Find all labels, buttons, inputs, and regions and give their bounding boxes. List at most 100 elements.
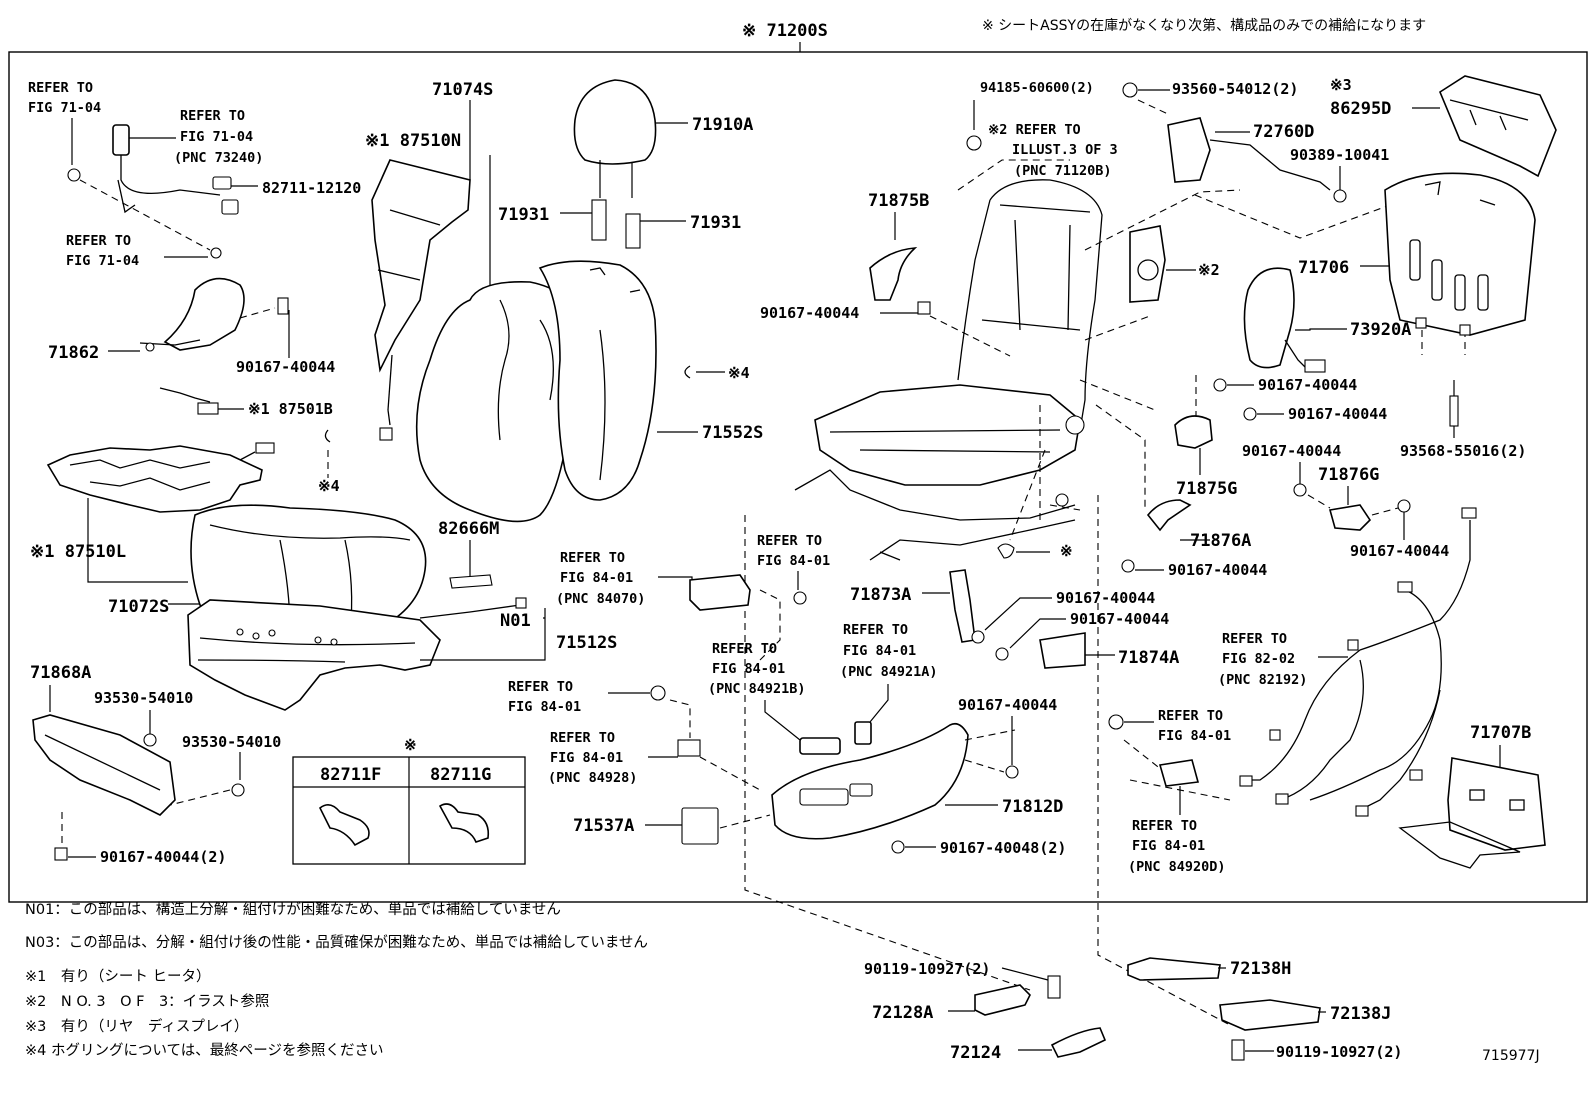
note-n01: N01：この部品は、構造上分解・組付けが困難なため、単品では補給していません <box>25 901 561 918</box>
part-71874A: 71874A <box>1118 648 1179 668</box>
part-71706: 71706 <box>1298 258 1349 278</box>
part-90167-40048-2: 90167-40048(2) <box>940 839 1066 857</box>
mark4-b: ※4 <box>318 477 340 495</box>
bracket-71876a: 71876A 90167-40044 <box>1121 499 1267 579</box>
refer-8401-h-line2: FIG 84-01 <box>1132 838 1205 854</box>
refer-fig7104-c-line1: REFER TO <box>66 233 131 249</box>
part-72128A: 72128A <box>872 1003 933 1023</box>
part-71875G: 71875G <box>1176 479 1237 499</box>
side-cover-71812d: 71812D 71537A 90167-40048(2) 90167-40044 <box>573 696 1066 857</box>
refer-8401-f-line3: (PNC 84928) <box>548 770 637 786</box>
wire-harness-82192: REFER TO FIG 82-02 (PNC 82192) <box>1218 507 1477 817</box>
mark2-refer-line3: (PNC 71120B) <box>1014 163 1112 179</box>
note-m1: ※1 有り（シート ヒータ） <box>25 968 210 985</box>
refer-fig7104-a-line1: REFER TO <box>28 80 93 96</box>
part-72760D: 72760D <box>1253 122 1314 142</box>
part-71512S: 71512S <box>556 633 617 653</box>
seatback-heater-87510n: ※1 87510N 71074S <box>365 80 493 441</box>
part-71862: 71862 <box>48 343 99 363</box>
part-94185-60600: 94185-60600(2) <box>980 80 1094 96</box>
part-87510L: ※1 87510L <box>30 542 126 562</box>
part-90167-40044-e: 90167-40044 <box>760 304 859 322</box>
part-71707B: 71707B <box>1470 723 1531 743</box>
refer-8401-h-line1: REFER TO <box>1132 818 1197 834</box>
part-90167-40044-c: 90167-40044 <box>1056 589 1155 607</box>
switch-group-84070: REFER TO FIG 84-01 (PNC 84070) REFER TO … <box>556 533 830 661</box>
part-90167-40044-i: 90167-40044 <box>1350 542 1449 560</box>
part-93530-54010-a: 93530-54010 <box>94 689 193 707</box>
note-m2: ※2 N O. 3 O F 3：イラスト参照 <box>25 993 269 1010</box>
note-m3: ※3 有り（リヤ ディスプレイ） <box>25 1017 248 1035</box>
hogring-col1: 82711F <box>320 765 381 785</box>
refer-8202-line3: (PNC 82192) <box>1218 672 1307 688</box>
refer-8401-d-line1: REFER TO <box>843 622 908 638</box>
part-86295D: 86295D <box>1330 99 1391 119</box>
part-87510N: ※1 87510N <box>365 131 461 151</box>
seatbelt-buckle-group: REFER TO FIG 71-04 REFER TO FIG 71-04 (P… <box>28 80 361 269</box>
part-71552S: 71552S <box>702 423 763 443</box>
part-87501B: ※1 87501B <box>248 400 333 418</box>
refer-8401-h-line3: (PNC 84920D) <box>1128 859 1226 875</box>
mark2-refer-line1: ※2 REFER TO <box>988 122 1081 138</box>
switch-group-84928: REFER TO FIG 84-01 REFER TO FIG 84-01 (P… <box>508 679 761 791</box>
front-trim-71868a: 71868A 93530-54010 93530-54010 90167-400… <box>30 663 281 866</box>
part-90119-10927-b: 90119-10927(2) <box>1276 1043 1402 1061</box>
refer-8401-a-line2: FIG 84-01 <box>560 570 633 586</box>
refer-8401-c-line1: REFER TO <box>712 641 777 657</box>
part-N01: N01 <box>500 611 531 631</box>
mark-frame: ※ <box>1060 542 1073 560</box>
note-n03: N03：この部品は、分解・組付け後の性能・品質確保が困難なため、単品では補給して… <box>25 933 648 951</box>
refer-fig7104-a-line2: FIG 71-04 <box>28 100 101 116</box>
refer-fig7104-c-line2: FIG 71-04 <box>66 253 139 269</box>
part-93568-55016: 93568-55016(2) <box>1400 442 1526 460</box>
refer-8401-a-line1: REFER TO <box>560 550 625 566</box>
bracket-71875b: 71875B 90167-40044 <box>760 191 1011 357</box>
hogring-table-mark: ※ <box>404 736 417 754</box>
bracket-71875g: 71875G <box>1174 415 1237 499</box>
bracket-71873a-71874a: 71873A 90167-40044 90167-40044 71874A <box>850 569 1179 669</box>
part-93560-54012: 93560-54012(2) <box>1172 80 1298 98</box>
harness-82666m-n01: 82666M N01 71512S <box>419 519 617 661</box>
part-90167-40044-h: 90167-40044 <box>1242 442 1341 460</box>
refer-8401-e-line1: REFER TO <box>508 679 573 695</box>
note-m4: ※4 ホグリングについては、最終ページを参照ください <box>25 1042 383 1059</box>
illustration-id: 715977J <box>1482 1048 1540 1064</box>
seat-frame-71120b: 94185-60600(2) ※2 REFER TO ILLUST.3 OF 3… <box>794 80 1118 561</box>
diagram-frame <box>8 51 1588 903</box>
mark2-refer-line2: ILLUST.3 OF 3 <box>1012 142 1118 158</box>
bracket-71876g: 90167-40044 71876G 90167-40044 <box>1242 442 1449 560</box>
heater-harness-87501b: ※1 87501B <box>159 387 333 418</box>
refer-8401-d-line3: (PNC 84921A) <box>840 664 938 680</box>
part-90167-40044-f: 90167-40044 <box>1258 376 1357 394</box>
assy-number: ※ 71200S <box>742 21 828 41</box>
part-72138H: 72138H <box>1230 959 1291 979</box>
part-90167-40044-b: 90167-40044 <box>958 696 1057 714</box>
mark3: ※3 <box>1330 76 1352 94</box>
refer-8401-e-line2: FIG 84-01 <box>508 699 581 715</box>
refer-8401-d-line2: FIG 84-01 <box>843 643 916 659</box>
headrest-71910a: 71910A 71931 71931 <box>498 79 753 249</box>
seatback-pad-71552s: 71552S ※4 <box>538 260 763 501</box>
part-71537A: 71537A <box>573 816 634 836</box>
heater-mat-87510l: ※1 87510L 71072S <box>30 442 275 617</box>
supply-note: ※ シートASSYの在庫がなくなり次第、構成品のみでの補給になります <box>982 17 1426 34</box>
display-72760d-group: 93560-54012(2) ※3 72760D 90389-10041 <box>1122 76 1391 239</box>
refer-8401-f-line2: FIG 84-01 <box>550 750 623 766</box>
hogring-col2: 82711G <box>430 765 491 785</box>
part-82711-12120: 82711-12120 <box>262 179 361 197</box>
part-90167-40044-d: 90167-40044 <box>1070 610 1169 628</box>
mark4-a: ※4 <box>728 364 750 382</box>
part-71875B: 71875B <box>868 191 929 211</box>
refer-8202-line2: FIG 82-02 <box>1222 651 1295 667</box>
part-71812D: 71812D <box>1002 797 1063 817</box>
cushion-pad-71512s <box>187 599 441 711</box>
mark2: ※2 <box>1198 261 1220 279</box>
back-board-86295d: 86295D <box>1330 75 1557 178</box>
refer-8401-b-line1: REFER TO <box>757 533 822 549</box>
part-71074S: 71074S <box>432 80 493 100</box>
refer-8401-a-line3: (PNC 84070) <box>556 591 645 607</box>
notes: N01：この部品は、構造上分解・組付けが困難なため、単品では補給していません N… <box>25 901 648 1059</box>
part-71876G: 71876G <box>1318 465 1379 485</box>
refer-8401-c-line3: (PNC 84921B) <box>708 681 806 697</box>
